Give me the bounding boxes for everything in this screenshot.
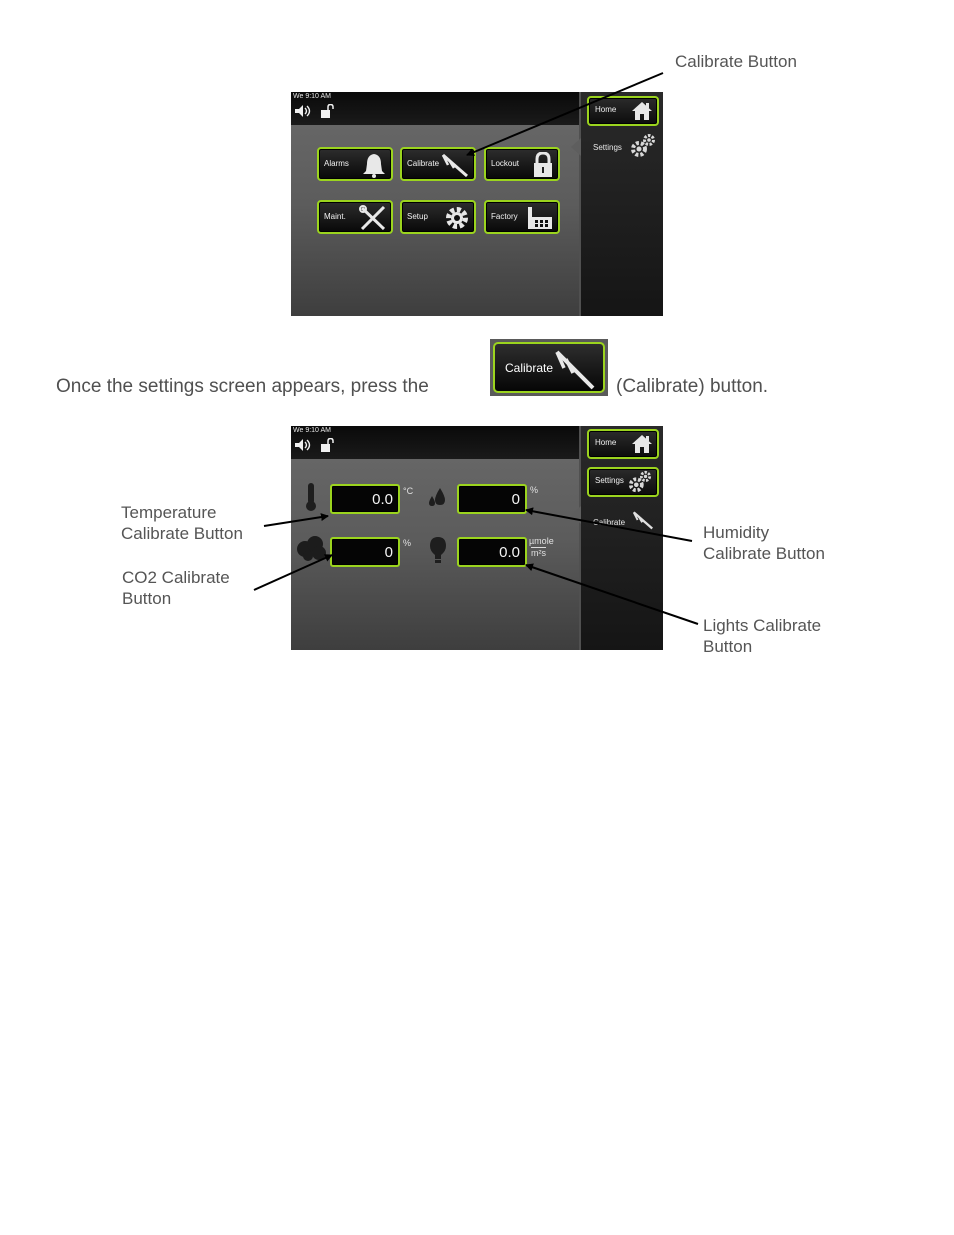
co2-cloud-icon: [297, 536, 326, 561]
bell-icon: [363, 154, 385, 178]
rail-home-button[interactable]: Home: [587, 96, 659, 126]
callout-co2-line1: CO2 Calibrate: [122, 568, 230, 587]
calibrate-screen: We 9:10 AM Home Settings Calibrate: [291, 426, 663, 650]
unlock-icon[interactable]: [320, 438, 334, 453]
callout-temperature-line1: Temperature: [121, 503, 217, 522]
setup-label: Setup: [407, 212, 428, 221]
temperature-value: 0.0: [372, 491, 393, 508]
maint-label: Maint.: [324, 212, 346, 221]
inline-calibrate-button: Calibrate: [490, 339, 608, 396]
gear-icon: [628, 470, 652, 493]
humidity-calibrate-button[interactable]: 0: [457, 484, 527, 514]
home-icon: [632, 102, 652, 120]
inline-calibrate-label: Calibrate: [505, 361, 554, 375]
callout-temperature: Temperature Calibrate Button: [121, 502, 243, 544]
home-icon: [632, 435, 652, 453]
callout-lights-line1: Lights Calibrate: [703, 616, 822, 635]
rail-pointer: [571, 138, 581, 156]
alarms-button[interactable]: Alarms: [317, 147, 393, 181]
rail-home-label: Home: [595, 438, 617, 447]
instruction-after: (Calibrate) button.: [616, 376, 769, 397]
clock: We 9:10 AM: [293, 93, 332, 100]
lockout-button[interactable]: Lockout: [484, 147, 560, 181]
caliper-icon: [441, 153, 468, 178]
unlock-icon[interactable]: [320, 104, 334, 119]
status-bar: We 9:10 AM: [291, 92, 581, 125]
callout-co2: CO2 Calibrate Button: [122, 567, 230, 609]
caliper-icon: [632, 511, 653, 530]
lights-value: 0.0: [499, 544, 520, 561]
caliper-icon: [555, 350, 595, 390]
co2-value: 0: [384, 544, 393, 561]
humidity-unit: %: [530, 485, 539, 495]
callout-humidity: Humidity Calibrate Button: [703, 522, 825, 564]
settings-screen: We 9:10 AM Home Settings Alarms C: [291, 92, 663, 316]
lights-calibrate-button[interactable]: 0.0: [457, 537, 527, 567]
rail-settings-label: Settings: [595, 476, 624, 485]
lights-unit-bottom: m²s: [531, 547, 546, 558]
alarms-label: Alarms: [324, 159, 349, 168]
temperature-unit: °C: [403, 486, 414, 496]
callout-temperature-line2: Calibrate Button: [121, 524, 243, 543]
speaker-icon[interactable]: [295, 439, 313, 451]
lightbulb-icon: [430, 537, 446, 563]
rail-settings-button[interactable]: Settings: [587, 467, 659, 497]
instruction-before: Once the settings screen appears, press …: [56, 376, 429, 397]
rail-calibrate-label[interactable]: Calibrate: [593, 518, 626, 527]
callout-lights: Lights Calibrate Button: [703, 615, 821, 657]
cog-icon: [446, 207, 468, 229]
speaker-icon[interactable]: [295, 105, 313, 117]
status-bar: We 9:10 AM: [291, 426, 581, 459]
rail-home-button[interactable]: Home: [587, 429, 659, 459]
callout-lights-line2: Button: [703, 637, 753, 656]
droplets-icon: [429, 488, 445, 506]
factory-label: Factory: [491, 212, 518, 221]
humidity-value: 0: [511, 491, 520, 508]
setup-button[interactable]: Setup: [400, 200, 476, 234]
tools-icon: [359, 205, 386, 231]
lockout-label: Lockout: [491, 159, 520, 168]
factory-icon: [528, 207, 552, 229]
calibrate-label: Calibrate: [407, 159, 440, 168]
side-rail: [579, 426, 663, 650]
callout-humidity-line2: Calibrate Button: [703, 544, 825, 563]
calibrate-button[interactable]: Calibrate: [400, 147, 476, 181]
callout-humidity-line1: Humidity: [703, 523, 770, 542]
lights-unit-top: µmole: [529, 536, 554, 546]
temperature-calibrate-button[interactable]: 0.0: [330, 484, 400, 514]
rail-settings-label[interactable]: Settings: [593, 143, 622, 152]
thermometer-icon: [306, 483, 316, 511]
maint-button[interactable]: Maint.: [317, 200, 393, 234]
co2-unit: %: [403, 538, 412, 548]
rail-home-label: Home: [595, 105, 617, 114]
lock-icon: [534, 152, 552, 177]
rail-pointer: [571, 506, 581, 524]
callout-co2-line2: Button: [122, 589, 172, 608]
instruction-text: Once the settings screen appears, press …: [56, 376, 429, 398]
gear-icon: [631, 134, 655, 157]
factory-button[interactable]: Factory: [484, 200, 560, 234]
clock: We 9:10 AM: [293, 427, 332, 434]
callout-calibrate-button: Calibrate Button: [675, 52, 797, 71]
co2-calibrate-button[interactable]: 0: [330, 537, 400, 567]
